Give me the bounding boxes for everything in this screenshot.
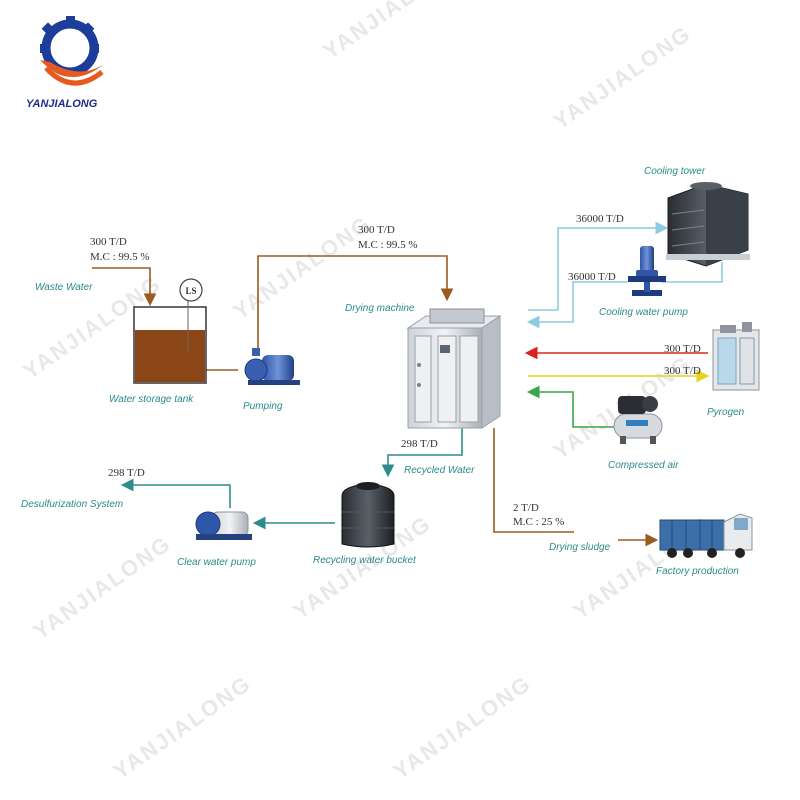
compressed-air-line: [526, 385, 628, 428]
pyrogen-red-flow: 300 T/D: [664, 343, 701, 355]
sludge-label: Drying sludge: [549, 542, 611, 553]
desulfurization-flow: 298 T/D: [108, 467, 145, 479]
pyrogen-icon: [712, 322, 760, 391]
compressed-air-label: Compressed air: [608, 460, 679, 471]
drying-machine-icon: [406, 308, 502, 429]
sludge-flow: 2 T/D: [513, 502, 539, 514]
waste-water-flow: 300 T/D: [90, 236, 127, 248]
cooling-water-pump-icon: [628, 246, 666, 296]
watermark: YANJIALONG: [389, 671, 536, 785]
cooling-return-line-b: [526, 281, 628, 329]
waste-water-mc: M.C : 99.5 %: [90, 251, 150, 263]
pyrogen-yellow-flow: 300 T/D: [664, 365, 701, 377]
water-storage-tank: LS: [133, 278, 207, 384]
cooling-supply-line: [528, 221, 669, 311]
sludge-mc: M.C : 25 %: [513, 516, 564, 528]
storage-tank-label: Water storage tank: [109, 394, 194, 405]
pumping-label: Pumping: [243, 401, 283, 412]
cooling-return-line-a: [662, 262, 723, 283]
waste-water-flow-line: [92, 267, 157, 307]
watermark: YANJIALONG: [109, 671, 256, 785]
sludge-line-a: [493, 428, 574, 533]
cooling-pump-flow: 36000 T/D: [568, 271, 616, 283]
drying-feed-flow: 300 T/D: [358, 224, 395, 236]
recycle-bucket-label: Recycling water bucket: [313, 555, 417, 566]
drying-machine-label: Drying machine: [345, 303, 415, 314]
level-sensor-label: LS: [185, 286, 196, 296]
factory-label: Factory production: [656, 566, 739, 577]
cooling-tower-icon: [666, 182, 750, 267]
watermark: YANJIALONG: [29, 531, 176, 645]
drying-feed-mc: M.C : 99.5 %: [358, 239, 418, 251]
cooling-tower-flow: 36000 T/D: [576, 213, 624, 225]
feed-flow-line: [257, 255, 454, 352]
brand-name: YANJIALONG: [26, 98, 98, 110]
desulfurization-label: Desulfurization System: [21, 499, 123, 510]
recycled-water-label: Recycled Water: [404, 465, 475, 476]
recycled-water-line: [381, 428, 463, 478]
pyrogen-label: Pyrogen: [707, 407, 745, 418]
level-sensor-icon: [179, 278, 203, 302]
watermark: YANJIALONG: [549, 21, 696, 135]
clear-pump-label: Clear water pump: [177, 557, 256, 568]
clear-water-pump-icon: [195, 511, 252, 540]
brand-logo: YANJIALONG: [26, 16, 104, 110]
transfer-pump-icon: [244, 348, 300, 385]
desulfurization-line: [120, 478, 231, 508]
watermark-layer: YANJIALONG YANJIALONG YANJIALONG YANJIAL…: [19, 0, 716, 784]
recycling-water-bucket-icon: [341, 482, 395, 548]
cooling-tower-label: Cooling tower: [644, 166, 706, 177]
gear-icon: [40, 16, 104, 86]
cooling-pump-label: Cooling water pump: [599, 307, 688, 318]
recycled-water-flow: 298 T/D: [401, 438, 438, 450]
factory-truck-icon: [659, 513, 753, 558]
waste-water-label: Waste Water: [35, 282, 93, 293]
compressed-air-icon: [613, 396, 663, 444]
watermark: YANJIALONG: [319, 0, 466, 64]
